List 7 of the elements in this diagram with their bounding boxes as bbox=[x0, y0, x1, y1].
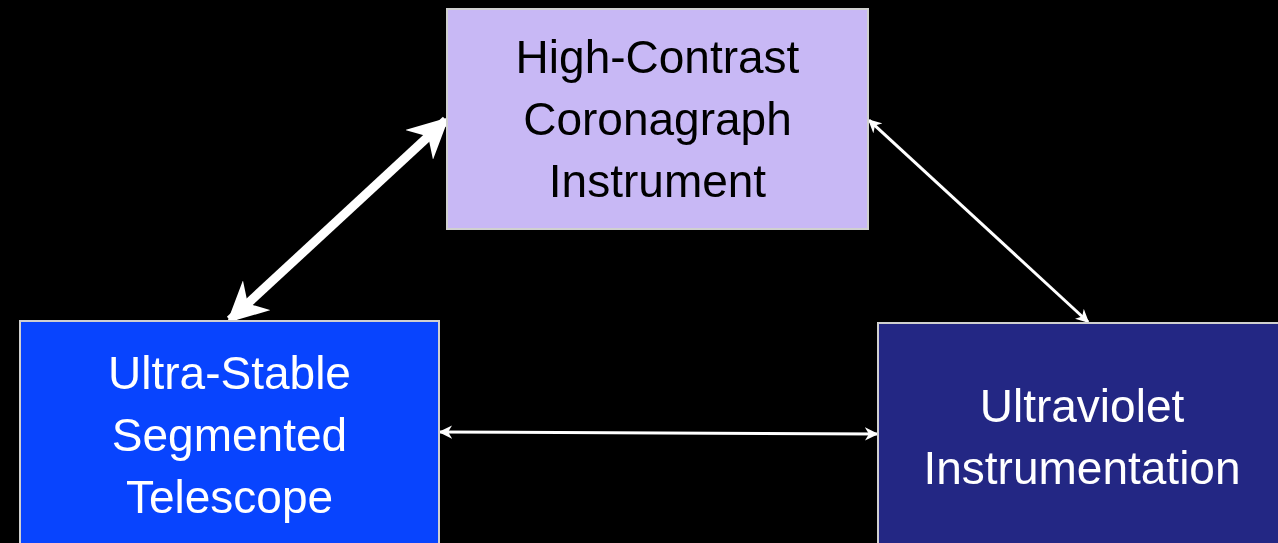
double-arrow bbox=[868, 119, 1090, 324]
box-label: Ultraviolet Instrumentation bbox=[922, 379, 1242, 496]
process-box bbox=[19, 320, 440, 543]
box-label: High-Contrast Coronagraph Instrument bbox=[514, 30, 801, 209]
process-box bbox=[446, 8, 869, 230]
process-box bbox=[877, 322, 1278, 543]
box-label: Ultra-Stable Segmented Telescope bbox=[107, 346, 352, 525]
